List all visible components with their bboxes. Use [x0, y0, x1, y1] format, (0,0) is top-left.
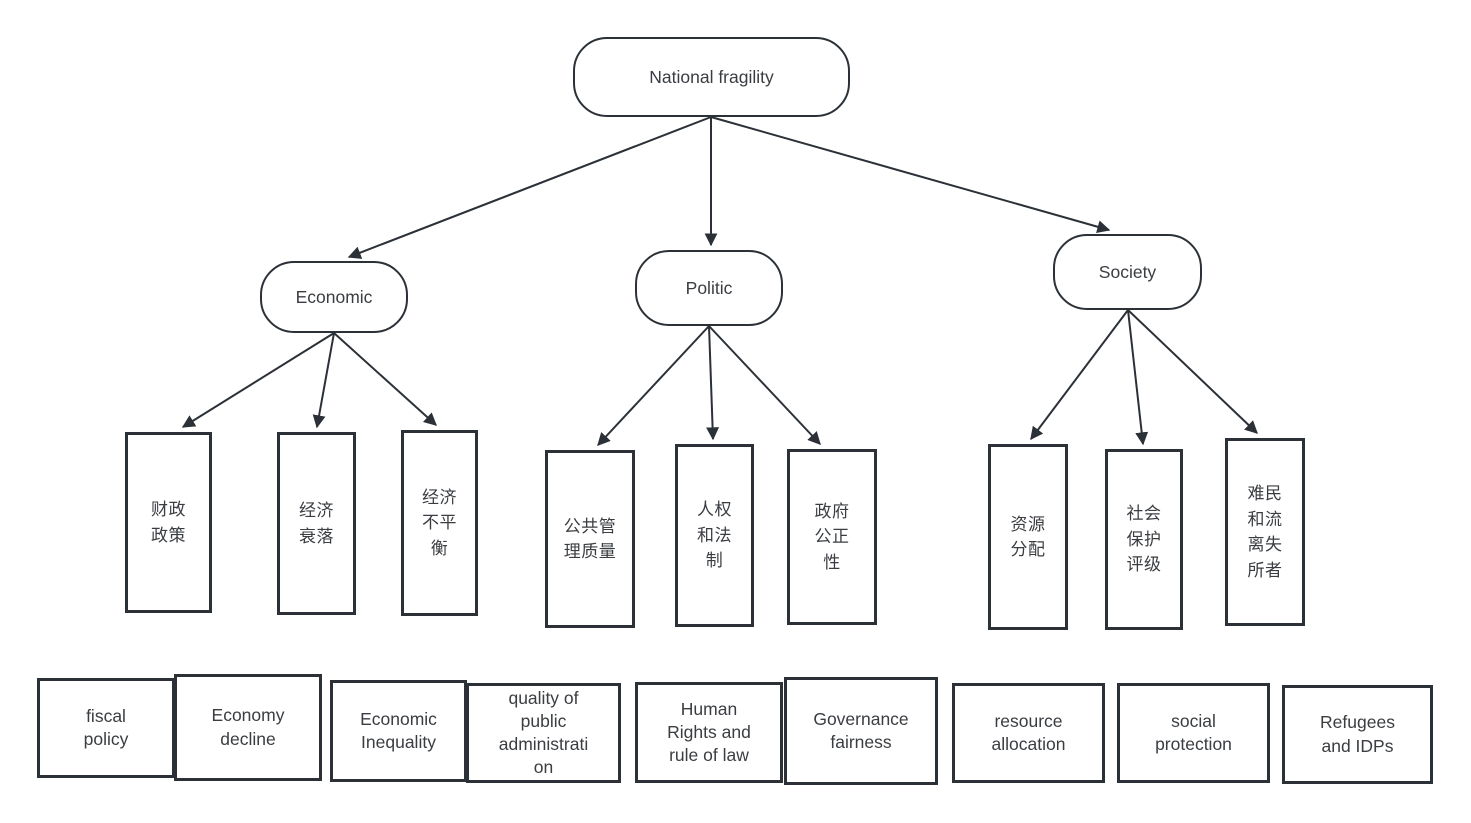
- arrow-society-leaf2: [1127, 309, 1149, 446]
- arrow-politic-leaf2: [706, 325, 720, 441]
- node-society[interactable]: Society: [1053, 234, 1202, 310]
- node-human-rights-rule-of-law-zh[interactable]: 人权 和法 制: [675, 444, 754, 627]
- label-box-fiscal-policy[interactable]: fiscal policy: [37, 678, 175, 778]
- node-economic-inequality-zh-label: 经济 不平 衡: [422, 487, 457, 558]
- arrow-economic-leaf1: [181, 332, 335, 428]
- node-social-protection-zh-label: 社会 保护 评级: [1126, 504, 1162, 575]
- node-economy-decline-zh-label: 经济 衰落: [299, 501, 334, 546]
- label-box-public-admin-quality[interactable]: quality of public administrati on: [466, 683, 621, 783]
- label-public-admin-quality: quality of public administrati on: [498, 687, 589, 778]
- arrow-economic-leaf2: [312, 332, 335, 429]
- arrow-society-leaf1: [1030, 309, 1129, 441]
- node-economic-inequality-zh[interactable]: 经济 不平 衡: [401, 430, 478, 616]
- arrow-politic-leaf3: [708, 325, 821, 445]
- label-box-social-protection[interactable]: social protection: [1117, 683, 1270, 783]
- node-governance-fairness-zh-label: 政府 公正 性: [814, 501, 850, 572]
- arrow-root-economic: [347, 116, 712, 259]
- node-public-admin-quality-zh-label: 公共管 理质量: [563, 516, 617, 562]
- label-box-human-rights-rule-of-law[interactable]: Human Rights and rule of law: [635, 682, 783, 783]
- label-economic-inequality: Economic Inequality: [360, 708, 437, 752]
- node-economic[interactable]: Economic: [260, 261, 408, 333]
- label-economy-decline: Economy decline: [211, 705, 285, 749]
- node-refugees-idps-zh-label: 难民 和流 离失 所者: [1247, 484, 1283, 580]
- node-economic-label: Economic: [295, 286, 373, 307]
- node-fiscal-policy-zh-label: 财政 政策: [151, 500, 186, 545]
- label-resource-allocation: resource allocation: [991, 710, 1066, 754]
- node-governance-fairness-zh[interactable]: 政府 公正 性: [787, 449, 877, 625]
- arrow-society-leaf3: [1127, 309, 1258, 434]
- node-national-fragility[interactable]: National fragility: [573, 37, 850, 117]
- node-resource-allocation-zh[interactable]: 资源 分配: [988, 444, 1068, 630]
- node-resource-allocation-zh-label: 资源 分配: [1010, 514, 1046, 560]
- node-politic-label: Politic: [685, 277, 733, 298]
- node-national-fragility-label: National fragility: [649, 66, 774, 87]
- label-fiscal-policy: fiscal policy: [83, 705, 129, 749]
- arrow-politic-leaf1: [597, 325, 710, 446]
- node-society-label: Society: [1098, 261, 1157, 282]
- node-economy-decline-zh[interactable]: 经济 衰落: [277, 432, 356, 615]
- label-refugees-idps: Refugees and IDPs: [1320, 712, 1395, 756]
- node-social-protection-zh[interactable]: 社会 保护 评级: [1105, 449, 1183, 630]
- node-politic[interactable]: Politic: [635, 250, 783, 326]
- arrow-economic-leaf3: [333, 332, 437, 426]
- label-box-resource-allocation[interactable]: resource allocation: [952, 683, 1105, 783]
- node-refugees-idps-zh[interactable]: 难民 和流 离失 所者: [1225, 438, 1305, 626]
- label-box-economy-decline[interactable]: Economy decline: [174, 674, 322, 781]
- node-human-rights-rule-of-law-zh-label: 人权 和法 制: [697, 500, 732, 571]
- node-public-admin-quality-zh[interactable]: 公共管 理质量: [545, 450, 635, 628]
- label-box-economic-inequality[interactable]: Economic Inequality: [330, 680, 467, 782]
- label-governance-fairness: Governance fairness: [813, 708, 909, 752]
- label-box-governance-fairness[interactable]: Governance fairness: [784, 677, 938, 785]
- label-box-refugees-idps[interactable]: Refugees and IDPs: [1282, 685, 1433, 784]
- arrow-root-society: [710, 116, 1111, 234]
- label-human-rights-rule-of-law: Human Rights and rule of law: [667, 698, 751, 766]
- node-fiscal-policy-zh[interactable]: 财政 政策: [125, 432, 212, 613]
- label-social-protection: social protection: [1155, 710, 1232, 754]
